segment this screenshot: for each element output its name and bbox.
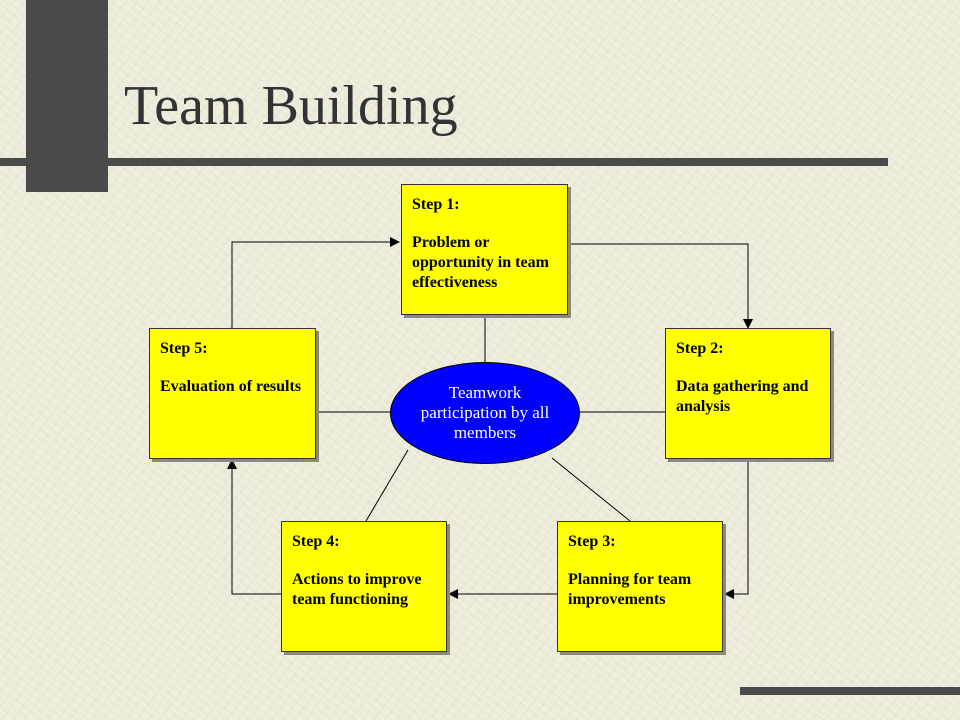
step-1-box: Step 1: Problem or opportunity in team e… — [401, 184, 568, 315]
step-4-box: Step 4: Actions to improve team function… — [281, 521, 447, 652]
step-1-heading: Step 1: — [412, 196, 460, 213]
step-2-text: Data gathering and analysis — [676, 378, 809, 415]
step-4-heading: Step 4: — [292, 533, 340, 550]
arrow-step5-to-step1 — [231, 237, 400, 328]
slide-title: Team Building — [124, 75, 458, 137]
bottom-rule — [740, 687, 960, 695]
step-3-heading: Step 3: — [568, 533, 616, 550]
step-2-box: Step 2: Data gathering and analysis — [665, 328, 831, 459]
center-label: Teamwork participation by all members — [420, 383, 550, 442]
center-ellipse: Teamwork participation by all members — [390, 362, 580, 464]
step-3-text: Planning for team improvements — [568, 571, 692, 608]
step-5-text: Evaluation of results — [160, 378, 302, 395]
spoke-step4 — [365, 449, 409, 522]
arrow-step2-to-step3 — [724, 459, 749, 599]
spoke-step3 — [551, 457, 631, 522]
step-2-heading: Step 2: — [676, 340, 724, 357]
step-3-box: Step 3: Planning for team improvements — [557, 521, 723, 652]
arrow-step4-to-step5 — [227, 459, 281, 595]
arrow-step1-to-step2 — [568, 243, 753, 329]
step-1-text: Problem or opportunity in team effective… — [412, 234, 549, 291]
title-rule — [0, 158, 888, 166]
step-4-text: Actions to improve team functioning — [292, 571, 422, 608]
step-5-heading: Step 5: — [160, 340, 208, 357]
step-5-box: Step 5: Evaluation of results — [149, 328, 316, 459]
